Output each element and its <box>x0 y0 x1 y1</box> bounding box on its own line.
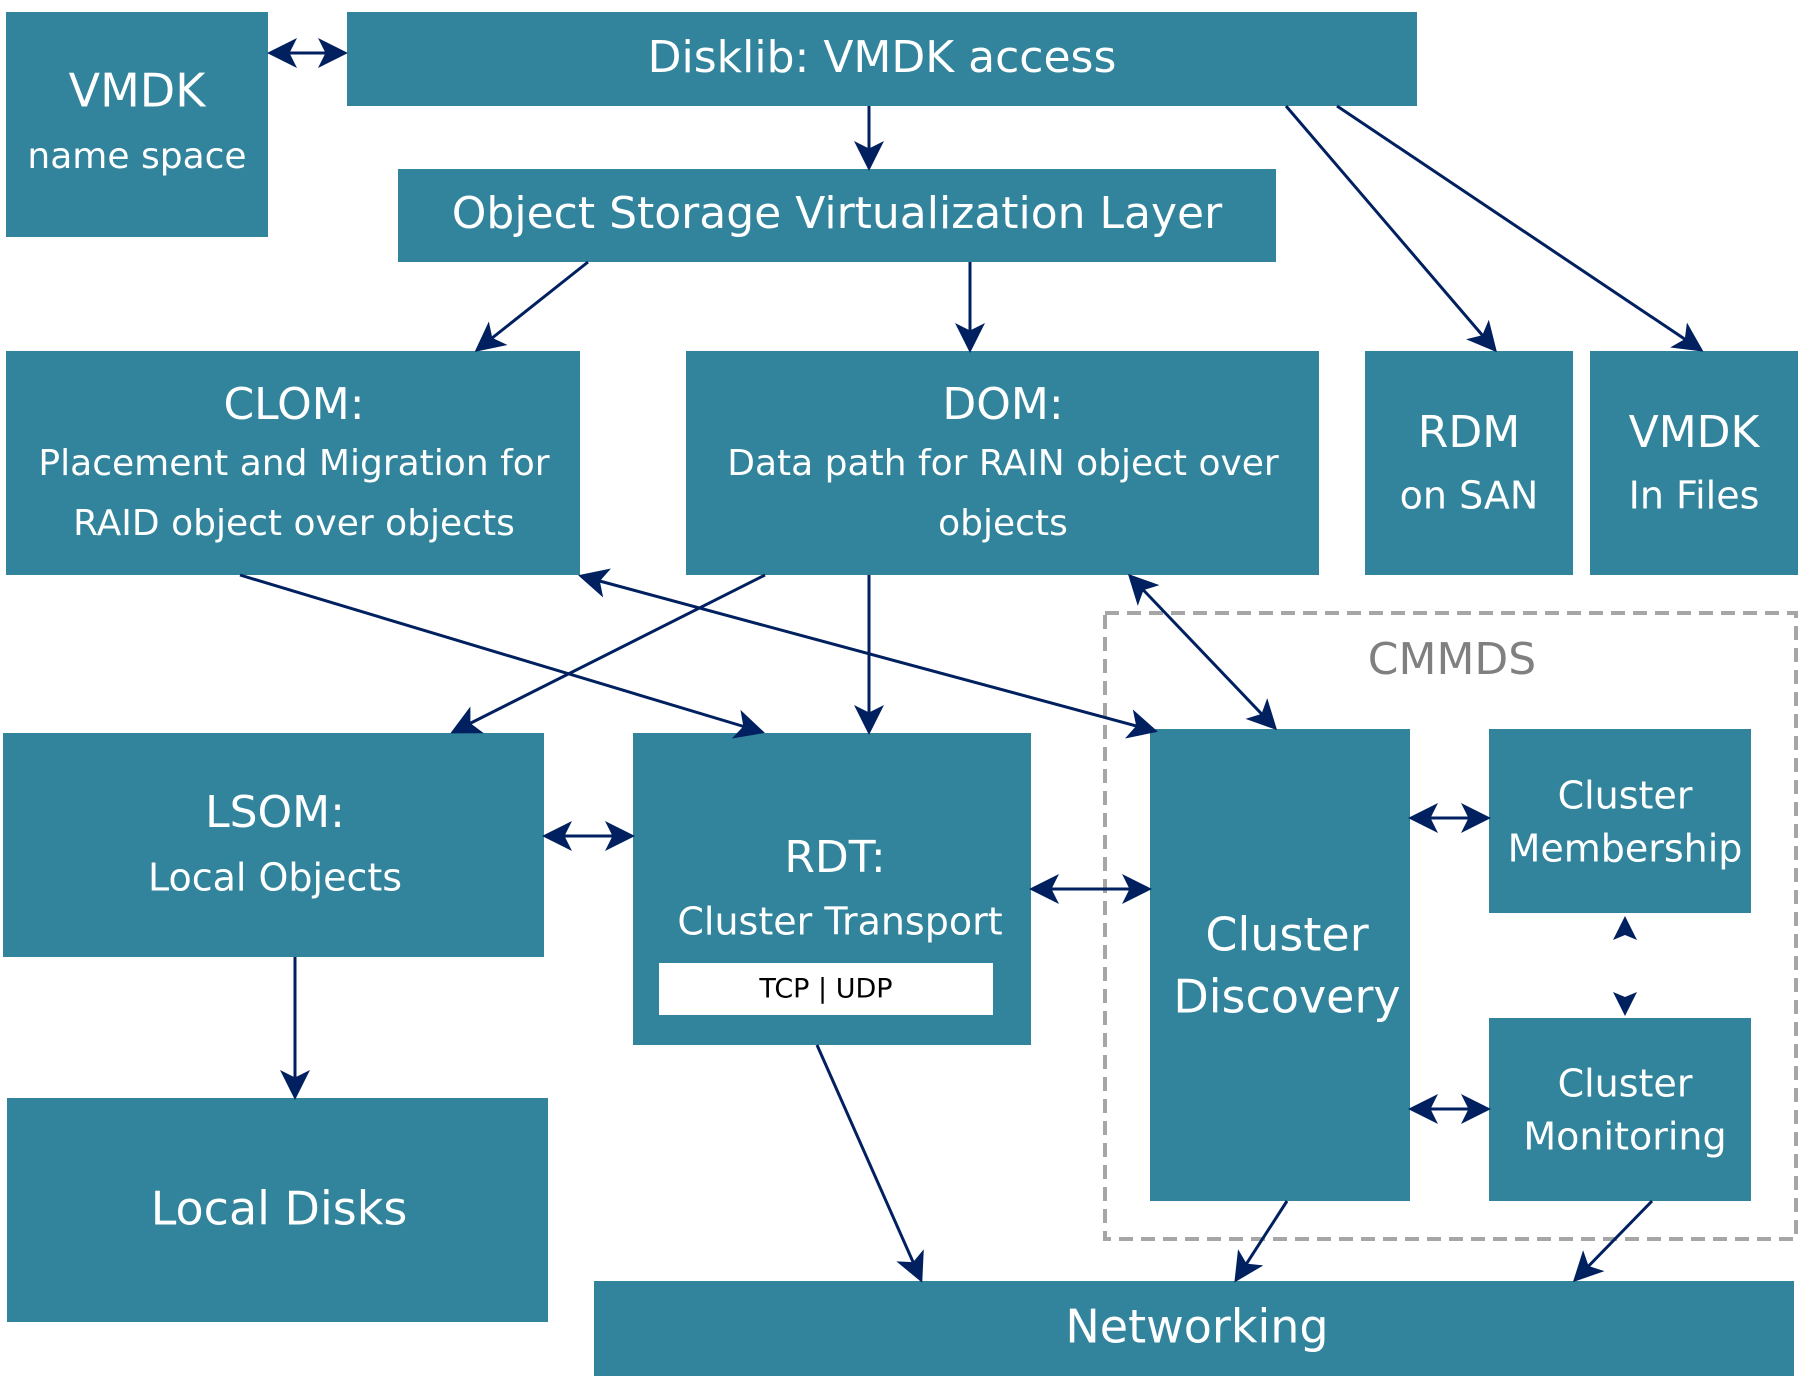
arrow-dom-discovery <box>1127 573 1278 731</box>
osvl-label: Object Storage Virtualization Layer <box>452 188 1223 239</box>
connectors <box>239 38 1704 1283</box>
rdt-title: RDT: <box>784 832 885 883</box>
clom-line-1: Placement and Migration for <box>38 443 549 484</box>
arrow-disklib-vmdk-in-files <box>1336 104 1704 352</box>
vmdk-in-files-subtitle: In Files <box>1629 474 1760 518</box>
osvl-box[interactable]: Object Storage Virtualization Layer <box>398 169 1276 262</box>
clom-title: CLOM: <box>223 379 364 430</box>
dom-line-2: objects <box>938 503 1068 544</box>
arrowhead-up-membership <box>1613 916 1637 940</box>
arrow-rdt-networking <box>815 1044 924 1283</box>
vmdk-namespace-title: VMDK <box>69 64 208 118</box>
local-disks-label: Local Disks <box>151 1182 408 1236</box>
lsom-subtitle: Local Objects <box>148 856 402 900</box>
disklib-label: Disklib: VMDK access <box>648 32 1117 83</box>
arrow-disklib-rdm <box>1284 105 1497 353</box>
vmdk-namespace-box[interactable]: VMDK name space <box>6 12 268 237</box>
clom-line-2: RAID object over objects <box>73 503 515 544</box>
cmmds-label: CMMDS <box>1368 634 1536 685</box>
cluster-discovery-box[interactable]: Cluster Discovery <box>1150 729 1410 1201</box>
local-disks-box[interactable]: Local Disks <box>7 1098 548 1322</box>
dom-line-1: Data path for RAIN object over <box>727 443 1279 484</box>
networking-box[interactable]: Networking <box>594 1281 1794 1376</box>
protocol-label: TCP | UDP <box>758 974 892 1005</box>
rdt-box[interactable]: RDT: Cluster Transport TCP | UDP <box>633 733 1031 1045</box>
arrow-monitoring-networking <box>1572 1199 1654 1283</box>
disklib-box[interactable]: Disklib: VMDK access <box>347 12 1417 106</box>
cluster-discovery-line-2: Discovery <box>1173 970 1400 1024</box>
cluster-monitoring-line-1: Cluster <box>1558 1062 1693 1106</box>
arrowhead-down-monitoring <box>1613 992 1637 1016</box>
vmdk-in-files-title: VMDK <box>1629 407 1761 458</box>
dom-title: DOM: <box>942 379 1063 430</box>
arrow-osvl-clom <box>474 260 589 352</box>
vmdk-namespace-subtitle: name space <box>27 136 246 177</box>
dom-box[interactable]: DOM: Data path for RAIN object over obje… <box>686 351 1319 575</box>
protocol-box <box>659 963 993 1015</box>
vmdk-in-files-box[interactable]: VMDK In Files <box>1590 351 1798 575</box>
cluster-monitoring-box[interactable]: Cluster Monitoring <box>1489 1018 1751 1201</box>
cluster-monitoring-line-2: Monitoring <box>1523 1115 1726 1159</box>
arrow-discovery-networking <box>1234 1200 1289 1283</box>
cluster-membership-line-2: Membership <box>1508 827 1743 871</box>
cluster-membership-line-1: Cluster <box>1558 774 1693 818</box>
clom-box[interactable]: CLOM: Placement and Migration for RAID o… <box>6 351 580 575</box>
cluster-membership-box[interactable]: Cluster Membership <box>1489 729 1751 913</box>
rdm-subtitle: on SAN <box>1400 474 1539 518</box>
networking-label: Networking <box>1065 1300 1328 1354</box>
rdm-box[interactable]: RDM on SAN <box>1365 351 1573 575</box>
cmmds-group <box>1103 611 1798 1241</box>
rdm-title: RDM <box>1418 407 1520 458</box>
lsom-title: LSOM: <box>205 787 345 838</box>
rdt-subtitle: Cluster Transport <box>677 900 1002 944</box>
lsom-box[interactable]: LSOM: Local Objects <box>3 733 544 957</box>
cluster-discovery-line-1: Cluster <box>1205 908 1368 962</box>
